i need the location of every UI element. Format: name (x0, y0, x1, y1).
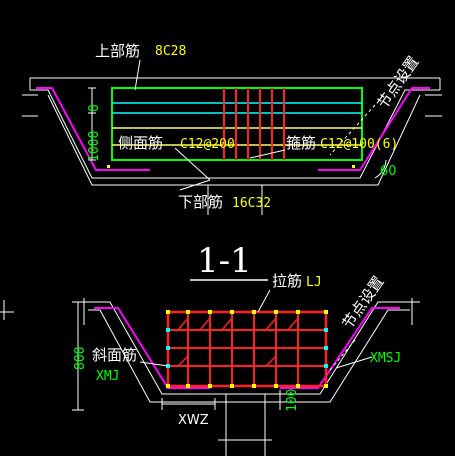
side-rebar-label: 侧面筋 (118, 134, 163, 152)
slope-rebar-label: 斜面筋 (92, 346, 137, 364)
lower-detail: 拉筋 LJ 斜面筋 XMJ XMSJ XWZ 节点设置 800 100 (0, 272, 420, 456)
leader-stirrup (249, 149, 286, 159)
stirrup-label: 箍筋 (286, 134, 316, 152)
slope-dots (107, 165, 355, 168)
leader-top (134, 59, 141, 91)
dim-bottom: 100 (285, 389, 300, 412)
node-leader-upper (329, 104, 376, 156)
upper-detail: 上部筋 8C28 侧面筋 C12@200 箍筋 C12@100(6) 下部筋 1… (22, 42, 442, 215)
tie-code: LJ (306, 275, 322, 290)
angle-arc (374, 159, 387, 179)
slope-rebar-right (318, 87, 430, 171)
tie-diagonals (177, 317, 299, 367)
dim-height: 800 (73, 347, 88, 370)
slope-rebar-left (36, 87, 150, 171)
dim-side: 1000 (87, 131, 102, 162)
cage-horizontals (168, 329, 326, 367)
rebar-dots (166, 310, 328, 388)
bottom-code: XWZ (178, 413, 209, 428)
stirrup-code: C12@100(6) (320, 137, 398, 152)
leader-side (174, 147, 211, 181)
dim-top: 0 (87, 104, 102, 112)
angle-value: 60 (380, 164, 397, 179)
leader-xmsj (335, 356, 373, 369)
leader-slope (139, 361, 169, 367)
lower-pit-outline-inner (88, 309, 410, 403)
pit-outline-inner (47, 94, 421, 186)
leader-bottom (179, 179, 211, 191)
top-rebar-code: 8C28 (155, 44, 186, 59)
top-rebar-label: 上部筋 (95, 42, 140, 60)
tie-label: 拉筋 (272, 272, 302, 290)
slope-rebar-code: XMJ (96, 369, 119, 384)
node-leader-lower (329, 339, 356, 371)
side-rebar-code: C12@200 (180, 137, 235, 152)
leader-tie (257, 289, 271, 313)
lower-pit-outline (80, 301, 420, 395)
node-note-lower: 节点设置 (339, 273, 388, 332)
bottom-rebar-label: 下部筋 (178, 193, 223, 211)
section-title: 1-1 (197, 241, 252, 281)
bottom-rebar-code: 16C32 (232, 196, 271, 211)
stirrup-group (223, 88, 285, 160)
slope-rebar-code-right: XMSJ (370, 351, 401, 366)
